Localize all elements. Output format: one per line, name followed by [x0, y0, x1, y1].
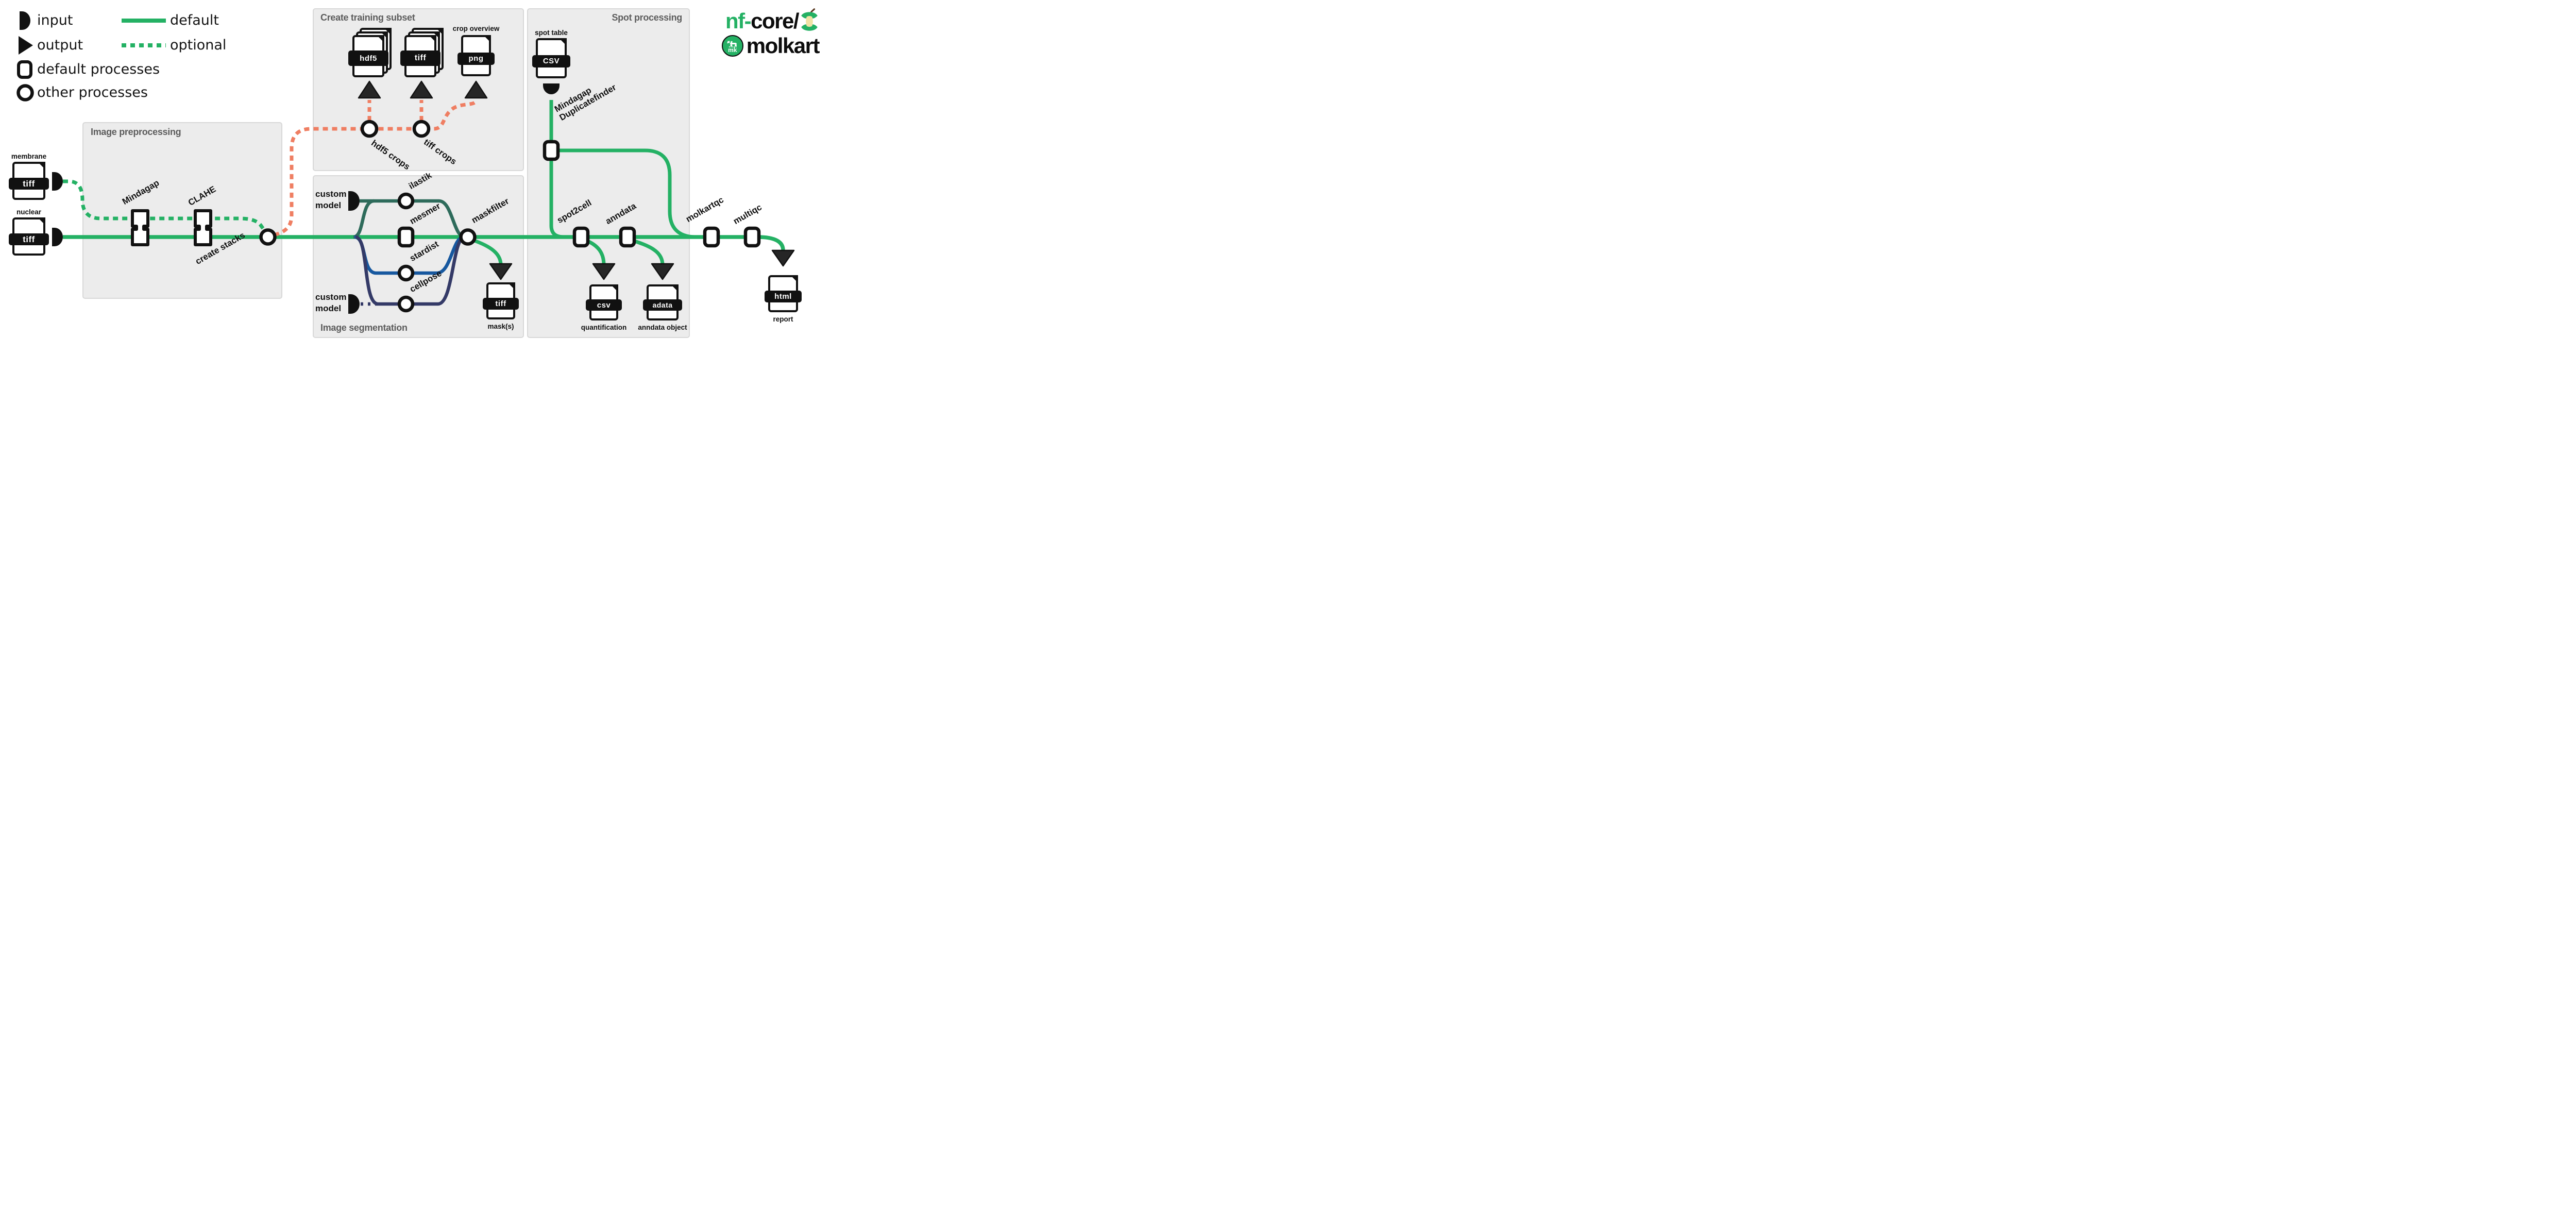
tiff-crops-format: tiff: [414, 54, 427, 63]
box-title-preprocessing: Image preprocessing: [91, 127, 181, 137]
png-format: png: [468, 54, 484, 63]
node-molkartqc: [703, 226, 720, 248]
report-file-icon: html: [765, 275, 802, 312]
legend-output-icon: [19, 36, 33, 55]
legend-default-label: default: [170, 12, 219, 28]
membrane-file-icon: tiff: [9, 162, 49, 200]
mk-badge-icon: mk: [721, 35, 743, 57]
nuclear-file-icon: tiff: [9, 217, 49, 256]
legend-input-label: input: [37, 12, 73, 28]
hdf5-format: hdf5: [360, 54, 377, 63]
hdf5-file-icon: hdf5: [348, 28, 392, 77]
report-output-arrow: [771, 249, 795, 267]
quant-label: quantification: [581, 324, 627, 331]
adata-format: adata: [652, 301, 673, 310]
nuclear-label: nuclear: [16, 208, 42, 216]
logo-core: core/: [751, 9, 799, 33]
quant-format: csv: [597, 300, 611, 310]
adata-label: anndata object: [638, 324, 687, 331]
tiff-crops-file-icon: tiff: [400, 28, 444, 77]
mask-format: tiff: [495, 299, 506, 308]
kart-icon: [726, 40, 737, 47]
membrane-format: tiff: [23, 178, 35, 189]
apple-core-icon: [801, 8, 818, 31]
legend-default-process-icon: [17, 60, 32, 79]
nuclear-format: tiff: [23, 234, 35, 244]
logo-badge-text: mk: [728, 46, 737, 54]
quant-file-icon: csv: [586, 284, 622, 320]
legend-input-icon: [20, 11, 30, 30]
logo-name: molkart: [746, 33, 820, 58]
mask-label: mask(s): [487, 323, 514, 330]
node-multiqc: [743, 226, 761, 248]
report-format: html: [774, 292, 792, 301]
multiqc-label: multiqc: [732, 202, 764, 227]
box-title-segmentation: Image segmentation: [320, 323, 408, 333]
spot-table-label: spot table: [535, 29, 568, 37]
spot-table-file-icon: CSV: [532, 38, 570, 78]
legend-other-process-icon: [16, 84, 34, 102]
box-title-training: Create training subset: [320, 12, 415, 23]
logo-nf: nf-: [725, 9, 752, 33]
box-title-spot: Spot processing: [612, 12, 682, 23]
membrane-input-icon: [52, 172, 63, 191]
molkartqc-label: molkartqc: [684, 195, 725, 225]
legend-optional-label: optional: [170, 37, 227, 53]
nfcore-molkart-logo: nf-core/ mk molkart: [721, 8, 820, 58]
legend-default-processes-label: default processes: [37, 61, 160, 77]
pipeline-diagram: Image preprocessing Create training subs…: [0, 0, 824, 347]
box-image-preprocessing: Image preprocessing: [82, 122, 282, 299]
report-label: report: [773, 315, 793, 323]
legend-output-label: output: [37, 37, 83, 53]
nuclear-input-icon: [52, 228, 63, 246]
legend-other-processes-label: other processes: [37, 84, 148, 100]
mask-file-icon: tiff: [483, 282, 519, 319]
membrane-label: membrane: [11, 153, 47, 160]
custom-model-bottom-label: custom model: [315, 292, 347, 314]
custom-model-top-label: custom model: [315, 189, 347, 211]
png-file-icon: png: [457, 35, 495, 76]
spot-table-format: CSV: [543, 57, 560, 66]
adata-file-icon: adata: [643, 284, 682, 320]
crop-overview-label: crop overview: [452, 25, 500, 32]
